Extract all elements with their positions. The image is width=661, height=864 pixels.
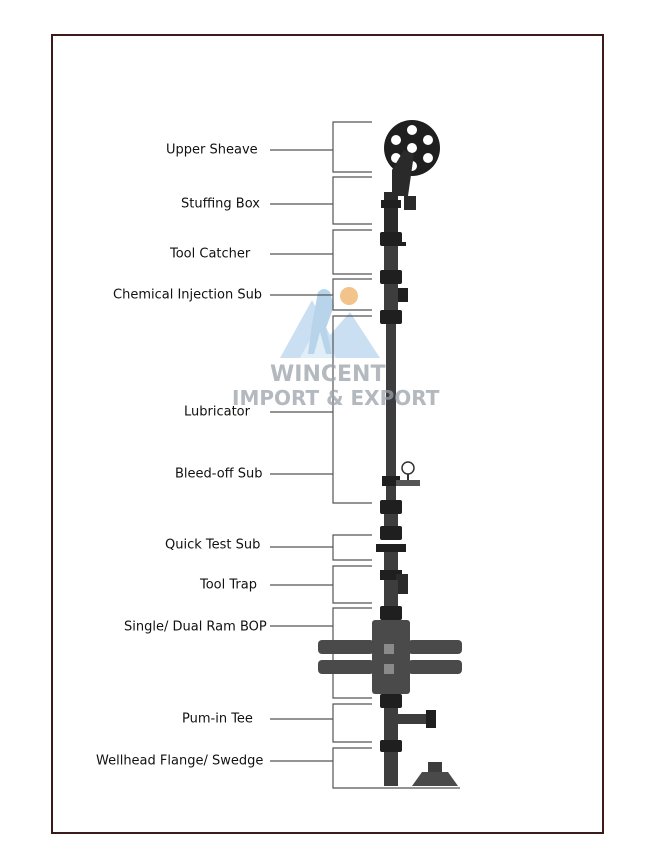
diagram-frame: [51, 34, 604, 834]
watermark-logo: [280, 289, 380, 358]
label-quick-test-sub: Quick Test Sub: [165, 537, 261, 553]
label-ram-bop: Single/ Dual Ram BOP: [124, 619, 267, 635]
label-lubricator: Lubricator: [184, 404, 250, 420]
label-tool-trap: Tool Trap: [200, 577, 257, 593]
label-upper-sheave: Upper Sheave: [166, 142, 258, 158]
watermark-line2: IMPORT & EXPORT: [232, 386, 440, 410]
upper-sheave-wheel: [384, 120, 440, 210]
equipment-column: [318, 192, 462, 786]
indicator-dot: [340, 287, 358, 305]
label-stuffing-box: Stuffing Box: [181, 196, 260, 212]
label-chemical-injection-sub: Chemical Injection Sub: [113, 287, 263, 303]
label-bleed-off-sub: Bleed-off Sub: [175, 466, 263, 482]
pressure-gauge-icon: [396, 461, 420, 486]
leader-lines: [270, 149, 333, 762]
label-wellhead-flange: Wellhead Flange/ Swedge: [96, 753, 264, 769]
label-tool-catcher: Tool Catcher: [170, 246, 251, 262]
label-pump-in-tee: Pum-in Tee: [182, 711, 253, 727]
watermark-line1: WINCENT: [270, 362, 386, 387]
